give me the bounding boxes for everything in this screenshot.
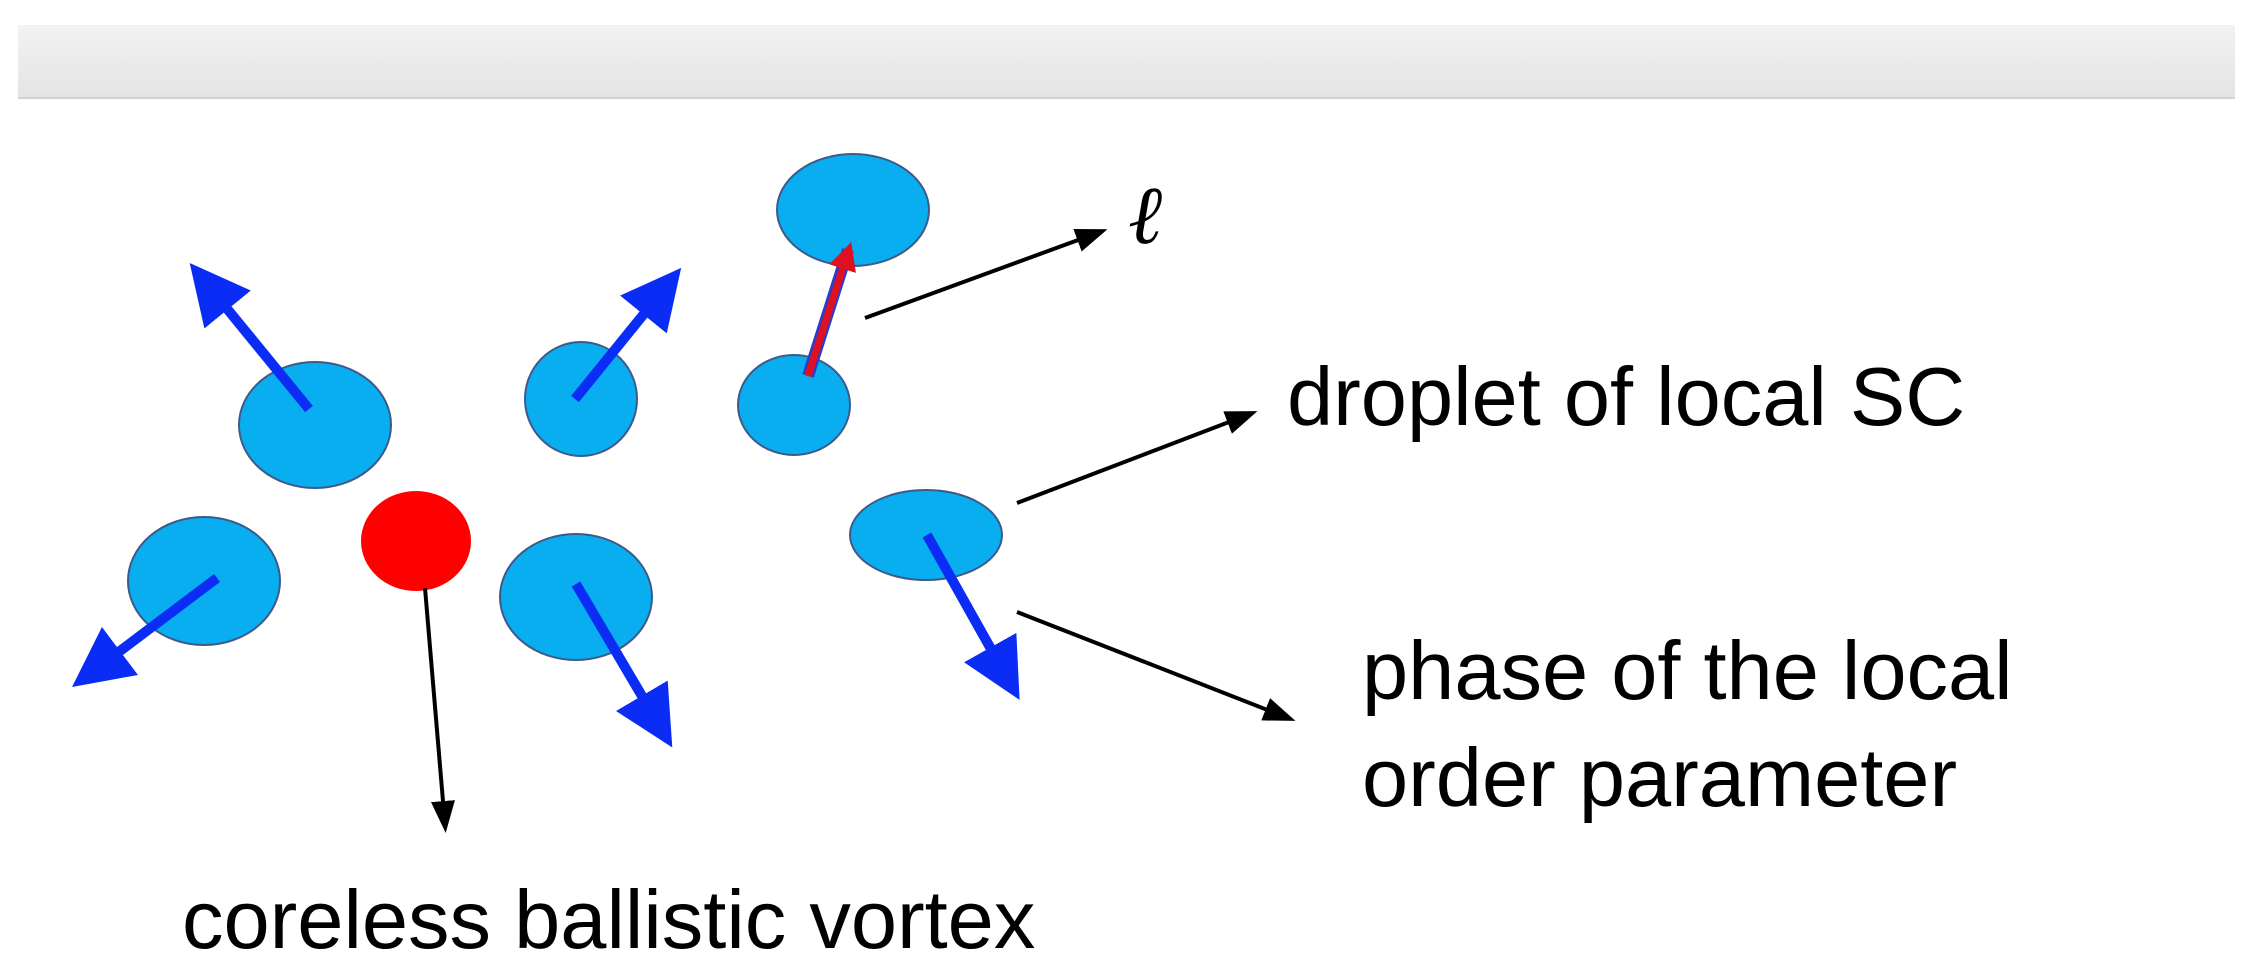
droplet	[499, 533, 653, 661]
phase-arrow	[922, 532, 1020, 700]
droplet-label: droplet of local SC	[1287, 350, 1965, 443]
droplet	[849, 489, 1003, 581]
vortex-label: coreless ballistic vortex	[182, 873, 1035, 966]
phase-label-line1: phase of the local	[1362, 624, 2013, 717]
droplets	[127, 153, 1003, 661]
phase-arrow	[571, 267, 682, 403]
pointer-arrow-vortex	[423, 587, 455, 833]
phase-arrows	[72, 263, 1020, 748]
phase-arrow	[72, 574, 221, 688]
droplet	[238, 361, 392, 489]
vortex-dot	[361, 491, 471, 591]
phase-arrow	[571, 581, 673, 748]
pointer-arrows	[423, 228, 1296, 833]
pointer-arrow-droplet	[1016, 411, 1258, 505]
top-bar	[18, 25, 2235, 99]
phase-arrow	[189, 263, 313, 413]
droplet	[737, 354, 851, 456]
droplet	[776, 153, 930, 267]
phase-label-line2: order parameter	[1362, 731, 1957, 824]
length-arrow	[804, 242, 856, 378]
pointer-arrow-length	[864, 228, 1108, 320]
pointer-arrow-phase	[1016, 610, 1296, 721]
length-label: ℓ	[1128, 168, 1162, 263]
